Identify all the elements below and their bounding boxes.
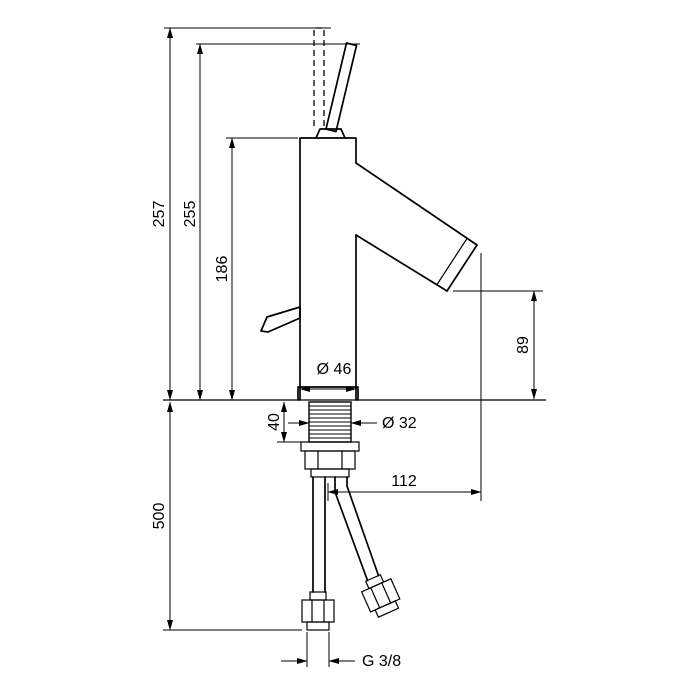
handle-raised-dashed: [313, 27, 325, 126]
connector-thread-end: [306, 621, 330, 631]
dim-overall-height-label: 257: [151, 201, 168, 228]
faucet-body-left-top: [299, 137, 357, 401]
locknut-facets: [317, 451, 343, 469]
dimension-lines: 257 255 186 89 Ø 46 40 Ø 32 112 500 G 3/…: [151, 27, 543, 670]
connector-nut-facets: [370, 582, 392, 609]
hose-connector-left: [301, 591, 335, 631]
faucet-outline: [163, 27, 546, 631]
spout-top-edge: [355, 162, 478, 246]
hose-left: [312, 476, 326, 593]
dim-body-height-label: 186: [214, 256, 231, 283]
threaded-shank: [308, 401, 352, 443]
hose-connector-right: [360, 573, 401, 618]
handle-pivot-dome: [315, 128, 346, 139]
dim-base-diameter-label: Ø 46: [317, 361, 352, 378]
spout-aerator-line: [436, 238, 468, 285]
ext-thread: [306, 632, 330, 667]
hose-right: [334, 476, 380, 582]
hose-manifold: [310, 468, 350, 478]
dim-deck-thickness-label: 40: [266, 413, 283, 431]
dim-shank-diameter-label: Ø 32: [382, 415, 417, 432]
connector-nut: [301, 599, 335, 623]
dim-handle-height-label: 255: [182, 201, 199, 228]
locknut: [304, 450, 356, 470]
dim-hose-length-label: 500: [151, 503, 168, 530]
connector-collar: [309, 591, 327, 601]
connector-thread-end: [374, 600, 400, 618]
spout-bottom-edge: [355, 234, 448, 292]
spout-end-face: [446, 244, 478, 292]
washer: [300, 441, 360, 452]
connector-nut-facets: [311, 600, 325, 622]
side-lever: [260, 306, 301, 333]
dim-thread-label: G 3/8: [362, 653, 401, 670]
handle-lever: [325, 42, 358, 133]
dim-spout-reach-label: 112: [391, 473, 417, 490]
dim-spout-height-label: 89: [515, 336, 532, 354]
